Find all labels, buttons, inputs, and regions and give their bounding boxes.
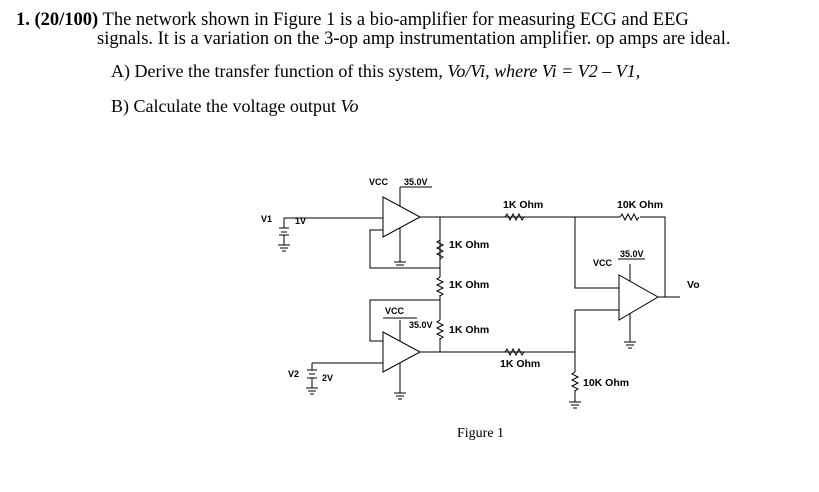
v1-source <box>278 217 383 252</box>
resistor-gain-3-label: 1K Ohm <box>449 324 489 336</box>
opamp-output <box>618 274 660 321</box>
v2-value: 2V <box>322 373 333 383</box>
part-a: A) Derive the transfer function of this … <box>111 61 640 82</box>
resistor-bottom-input-label: 1K Ohm <box>500 358 540 370</box>
v1-label: V1 <box>261 214 272 224</box>
resistor-gain-1-label: 1K Ohm <box>449 239 489 251</box>
ground-symbol <box>394 392 406 400</box>
resistor-gain-2 <box>435 276 445 297</box>
v2-label: V2 <box>288 369 299 379</box>
ground-symbol <box>624 341 636 349</box>
part-b: B) Calculate the voltage output Vo <box>111 96 358 117</box>
part-a-expression: Vo/Vi, where Vi = V2 – V1, <box>447 61 641 81</box>
resistor-top-input-label: 1K Ohm <box>503 199 543 211</box>
part-a-prefix: A) Derive the transfer function of this … <box>111 61 448 81</box>
question-text-line-2: signals. It is a variation on the 3-op a… <box>97 29 731 49</box>
question-text-line-1: The network shown in Figure 1 is a bio-a… <box>102 10 689 30</box>
vcc-mid-label: VCC <box>385 306 405 316</box>
vcc-mid-value: 35.0V <box>409 320 433 330</box>
resistor-ground-label: 10K Ohm <box>583 377 629 389</box>
ground-symbol <box>394 261 406 269</box>
feedback-wire-right <box>640 216 666 298</box>
resistor-feedback-label: 10K Ohm <box>617 199 663 211</box>
opamp-bottom-feedback-wire <box>369 299 440 342</box>
output-label: Vo <box>687 279 700 291</box>
resistor-feedback <box>619 212 640 222</box>
opamp-top-feedback-wire <box>369 216 441 269</box>
opamp-top <box>382 196 422 238</box>
opamp-bottom <box>382 331 422 373</box>
inverting-input-wire <box>574 217 619 289</box>
question-line-1: 1. (20/100) The network shown in Figure … <box>16 10 689 31</box>
non-inverting-input-wire <box>574 309 619 352</box>
resistor-ground <box>570 371 580 392</box>
question-points: (20/100) <box>34 10 99 30</box>
vcc-top-label: VCC <box>369 177 389 187</box>
vcc-right-value: 35.0V <box>620 249 644 259</box>
part-b-prefix: B) Calculate the voltage output <box>111 96 341 116</box>
ground-symbol <box>569 401 581 409</box>
resistor-bottom-input <box>504 347 525 357</box>
figure-caption: Figure 1 <box>457 426 504 441</box>
part-b-variable: Vo <box>340 96 359 116</box>
resistor-gain-2-label: 1K Ohm <box>449 279 489 291</box>
resistor-gain-1 <box>435 239 445 260</box>
vcc-top-value: 35.0V <box>404 177 428 187</box>
resistor-top-input <box>504 212 525 222</box>
v1-value: 1V <box>295 216 306 226</box>
vcc-right-label: VCC <box>593 258 613 268</box>
v2-source <box>306 362 383 395</box>
resistor-gain-3 <box>435 319 445 340</box>
question-number: 1. <box>16 10 30 30</box>
